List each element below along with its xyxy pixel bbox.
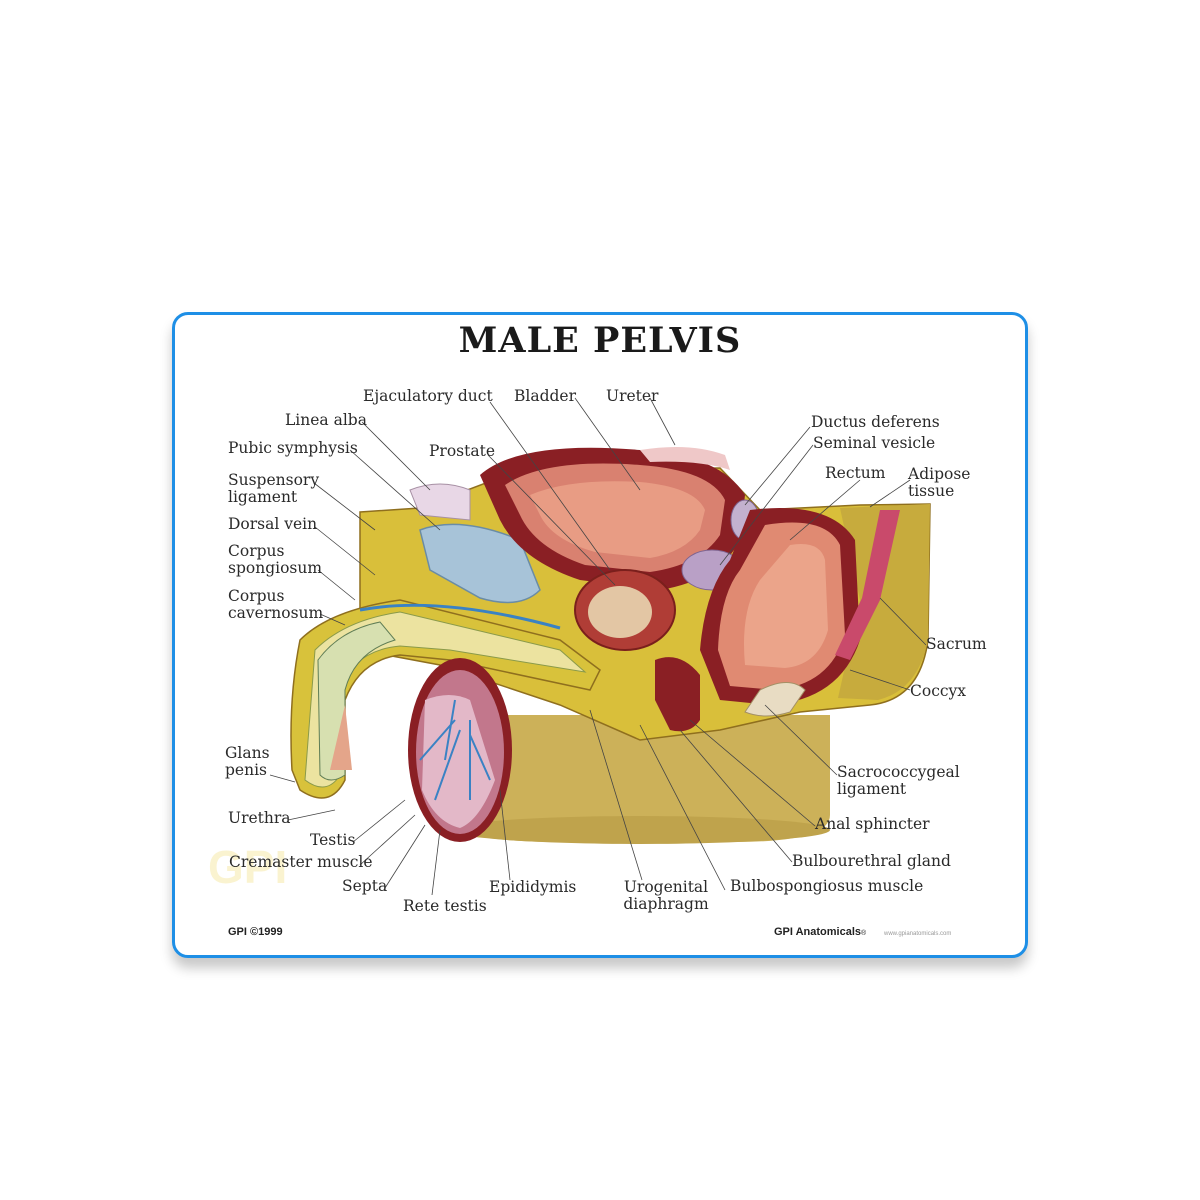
sacrum-coccyx-shape xyxy=(744,510,900,717)
label-adipose-tissue: Adipose tissue xyxy=(908,465,971,500)
label-suspensory-ligament: Suspensory ligament xyxy=(228,471,320,506)
label-seminal-vesicle: Seminal vesicle xyxy=(813,434,936,452)
penis-section xyxy=(290,599,601,799)
label-bladder: Bladder xyxy=(514,387,577,405)
label-anal-sphincter: Anal sphincter xyxy=(815,815,930,833)
label-septa: Septa xyxy=(342,877,388,895)
label-dorsal-vein: Dorsal vein xyxy=(228,515,318,533)
leader-lines xyxy=(269,397,927,896)
label-corpus-cavernosum: Corpus cavernosum xyxy=(228,587,324,622)
footer-brand: GPI Anatomicals® xyxy=(774,926,866,938)
model-pedestal xyxy=(450,715,830,844)
label-ejaculatory-duct: Ejaculatory duct xyxy=(363,387,493,405)
label-ureter: Ureter xyxy=(606,387,659,405)
footer-brand-name: GPI Anatomicals xyxy=(774,926,862,938)
label-linea-alba: Linea alba xyxy=(285,411,367,429)
testis-section xyxy=(408,658,512,842)
label-corpus-spongiosum: Corpus spongiosum xyxy=(228,542,323,577)
label-ductus-deferens: Ductus deferens xyxy=(811,413,940,431)
diagram-title: MALE PELVIS xyxy=(458,320,742,361)
label-prostate: Prostate xyxy=(429,442,495,460)
label-urogenital-diaphragm: Urogenital diaphragm xyxy=(623,878,709,913)
anal-canal-shape xyxy=(655,657,700,732)
bladder-shape xyxy=(480,446,745,590)
watermark: GPI xyxy=(208,841,288,893)
prostate-shape xyxy=(574,569,676,651)
label-bulbospongiosus-muscle: Bulbospongiosus muscle xyxy=(730,877,924,895)
label-bulbourethral-gland: Bulbourethral gland xyxy=(792,852,951,870)
label-sacrum: Sacrum xyxy=(926,635,987,653)
pubic-symphysis-shape xyxy=(409,483,541,604)
registered-mark: ® xyxy=(861,930,867,937)
footer-copyright: GPI ©1999 xyxy=(228,926,283,938)
label-rete-testis: Rete testis xyxy=(403,897,487,915)
label-urethra: Urethra xyxy=(228,809,291,827)
label-epididymis: Epididymis xyxy=(489,878,577,896)
label-pubic-symphysis: Pubic symphysis xyxy=(228,439,358,457)
label-coccyx: Coccyx xyxy=(910,682,967,700)
label-rectum: Rectum xyxy=(825,464,886,482)
footer-website: www.gpianatomicals.com xyxy=(884,931,952,937)
label-testis: Testis xyxy=(310,831,356,849)
label-sacrococcygeal-ligament: Sacrococcygeal ligament xyxy=(837,763,960,798)
rectum-shape xyxy=(700,508,860,705)
label-glans-penis: Glans penis xyxy=(225,744,270,779)
label-cremaster-muscle: Cremaster muscle xyxy=(229,853,373,871)
